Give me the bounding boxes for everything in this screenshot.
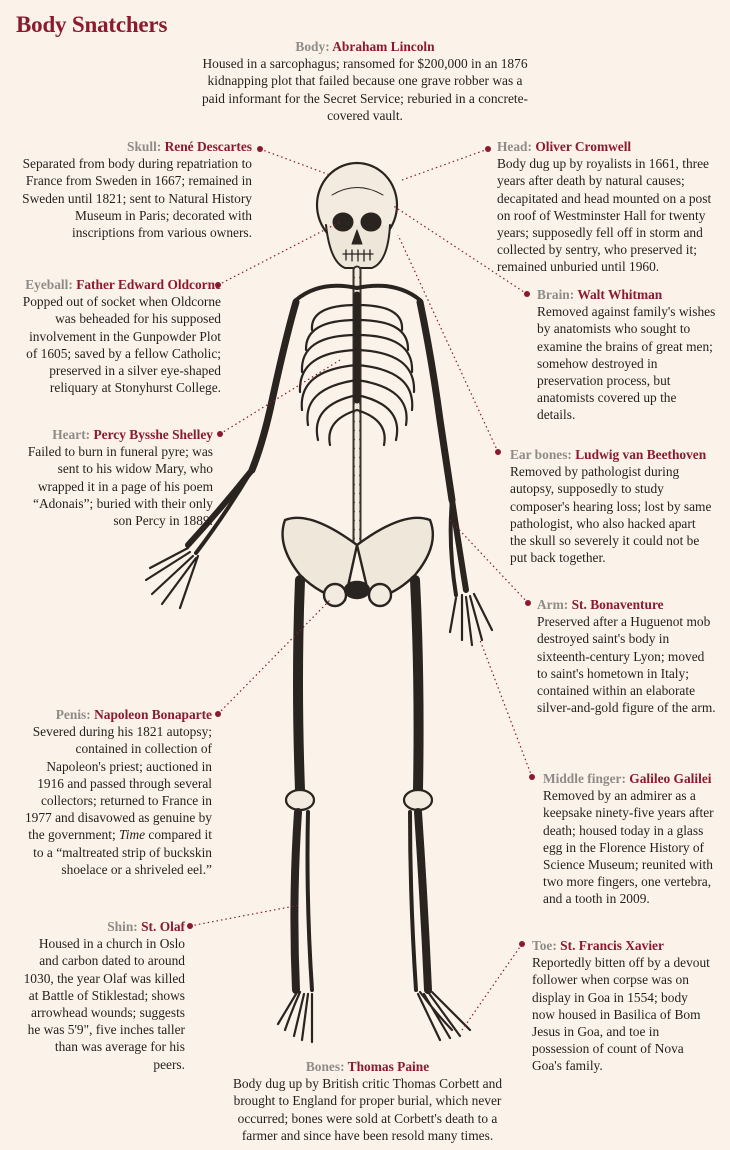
annotation-part: Head:	[497, 139, 532, 154]
annotation-person: Percy Bysshe Shelley	[93, 427, 213, 442]
annotation-head: Head: Oliver Cromwell Body dug up by roy…	[497, 138, 719, 276]
annotation-penis: Penis: Napoleon Bonaparte Severed during…	[20, 706, 212, 878]
annotation-part: Arm:	[537, 597, 569, 612]
annotation-brain: Brain: Walt Whitman Removed against fami…	[537, 286, 717, 424]
annotation-text: Removed against family's wishes by anato…	[537, 304, 716, 423]
annotation-text: Removed by an admirer as a keepsake nine…	[543, 788, 714, 907]
annotation-person: St. Olaf	[141, 919, 185, 934]
annotation-part: Shin:	[107, 919, 138, 934]
annotation-text: Body dug up by royalists in 1661, three …	[497, 156, 712, 275]
annotation-person: Father Edward Oldcorne	[76, 277, 221, 292]
feet-drawing	[276, 990, 472, 1044]
annotation-part: Toe:	[532, 938, 557, 953]
annotation-person: Thomas Paine	[347, 1059, 430, 1074]
pelvis-drawing	[281, 516, 435, 608]
annotation-person: Napoleon Bonaparte	[94, 707, 212, 722]
leader-lines	[189, 148, 533, 1031]
annotation-body: Body: Abraham Lincoln Housed in a sarcop…	[195, 38, 535, 124]
annotation-person: St. Bonaventure	[571, 597, 664, 612]
annotation-earbones: Ear bones: Ludwig van Beethoven Removed …	[510, 446, 715, 566]
annotation-text: Separated from body during repatriation …	[22, 156, 252, 241]
annotation-text-italic: Time	[119, 827, 146, 843]
annotation-text: Popped out of socket when Oldcorne was b…	[22, 294, 221, 396]
annotation-finger: Middle finger: Galileo Galilei Removed b…	[543, 770, 719, 908]
annotation-text: Housed in a sarcophagus; ransomed for $2…	[201, 56, 529, 123]
annotation-text: Housed in a church in Oslo and carbon da…	[23, 936, 185, 1072]
annotation-shin: Shin: St. Olaf Housed in a church in Osl…	[20, 918, 185, 1073]
annotation-person: Walt Whitman	[577, 287, 663, 302]
annotation-person: Galileo Galilei	[629, 771, 712, 786]
annotation-person: René Descartes	[164, 139, 252, 154]
annotation-person: Oliver Cromwell	[535, 139, 632, 154]
annotation-part: Heart:	[52, 427, 91, 442]
annotation-text: Preserved after a Huguenot mob destroyed…	[537, 614, 716, 716]
annotation-person: St. Francis Xavier	[560, 938, 664, 953]
annotation-toe: Toe: St. Francis Xavier Reportedly bitte…	[532, 937, 712, 1075]
annotation-part: Middle finger:	[543, 771, 626, 786]
annotation-text: Failed to burn in funeral pyre; was sent…	[27, 444, 213, 529]
annotation-part: Body:	[295, 39, 330, 54]
annotation-text: Removed by pathologist during autopsy, s…	[510, 464, 712, 566]
annotation-part: Ear bones:	[510, 447, 572, 462]
annotation-bones: Bones: Thomas Paine Body dug up by Briti…	[225, 1058, 510, 1144]
annotation-text: Severed during his 1821 autopsy; contain…	[24, 724, 212, 843]
annotation-eyeball: Eyeball: Father Edward Oldcorne Popped o…	[18, 276, 221, 396]
legs-drawing	[284, 575, 434, 994]
page-title: Body Snatchers	[16, 12, 168, 37]
ribcage-drawing	[298, 291, 416, 447]
hands-drawing	[144, 546, 494, 647]
skull-drawing	[315, 161, 399, 269]
annotation-text: Body dug up by British critic Thomas Cor…	[232, 1076, 503, 1143]
annotation-person: Abraham Lincoln	[332, 39, 435, 54]
annotation-person: Ludwig van Beethoven	[575, 447, 707, 462]
annotation-part: Bones:	[305, 1059, 345, 1074]
annotation-part: Eyeball:	[25, 277, 73, 292]
annotation-part: Penis:	[55, 707, 91, 722]
annotation-text: compared it to a “maltreated strip of bu…	[33, 827, 212, 877]
annotation-heart: Heart: Percy Bysshe Shelley Failed to bu…	[18, 426, 213, 529]
annotation-skull: Skull: René Descartes Separated from bod…	[20, 138, 252, 241]
annotation-part: Skull:	[127, 139, 162, 154]
annotation-arm: Arm: St. Bonaventure Preserved after a H…	[537, 596, 717, 716]
leader-dots	[187, 146, 535, 947]
arms-drawing	[185, 298, 469, 597]
shoulders-drawing	[294, 283, 422, 302]
annotation-part: Brain:	[537, 287, 575, 302]
annotation-text: Reportedly bitten off by a devout follow…	[532, 955, 710, 1074]
